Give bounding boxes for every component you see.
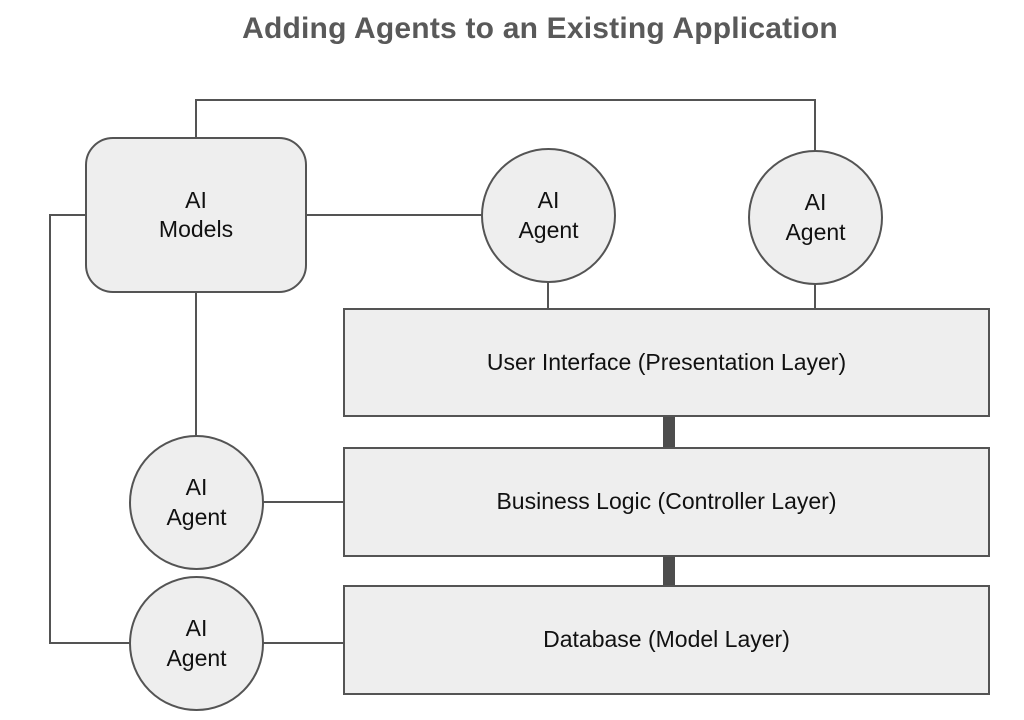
layer-database-label: Database (Model Layer) bbox=[543, 626, 790, 653]
page-title: Adding Agents to an Existing Application bbox=[242, 12, 838, 45]
node-ai-agent-label: AI Agent bbox=[785, 189, 846, 245]
node-ai-agent-top-center: AI Agent bbox=[481, 148, 616, 283]
node-ai-models-label: AI Models bbox=[158, 186, 234, 242]
layer-business-logic-label: Business Logic (Controller Layer) bbox=[496, 488, 837, 515]
node-ai-agent-top-right: AI Agent bbox=[748, 150, 883, 285]
node-ai-agent-label: AI Agent bbox=[166, 474, 227, 530]
node-ai-agent-mid-left: AI Agent bbox=[129, 435, 264, 570]
node-ai-agent-label: AI Agent bbox=[166, 615, 227, 671]
layer-user-interface: User Interface (Presentation Layer) bbox=[343, 308, 990, 417]
node-ai-agent-label: AI Agent bbox=[518, 187, 579, 243]
layer-database: Database (Model Layer) bbox=[343, 585, 990, 695]
connector-top-loop bbox=[195, 99, 816, 158]
layer-user-interface-label: User Interface (Presentation Layer) bbox=[486, 348, 847, 375]
connector-left-loop bbox=[49, 214, 136, 644]
node-ai-agent-bottom-left: AI Agent bbox=[129, 576, 264, 711]
layer-business-logic: Business Logic (Controller Layer) bbox=[343, 447, 990, 557]
node-ai-models: AI Models bbox=[85, 137, 307, 293]
